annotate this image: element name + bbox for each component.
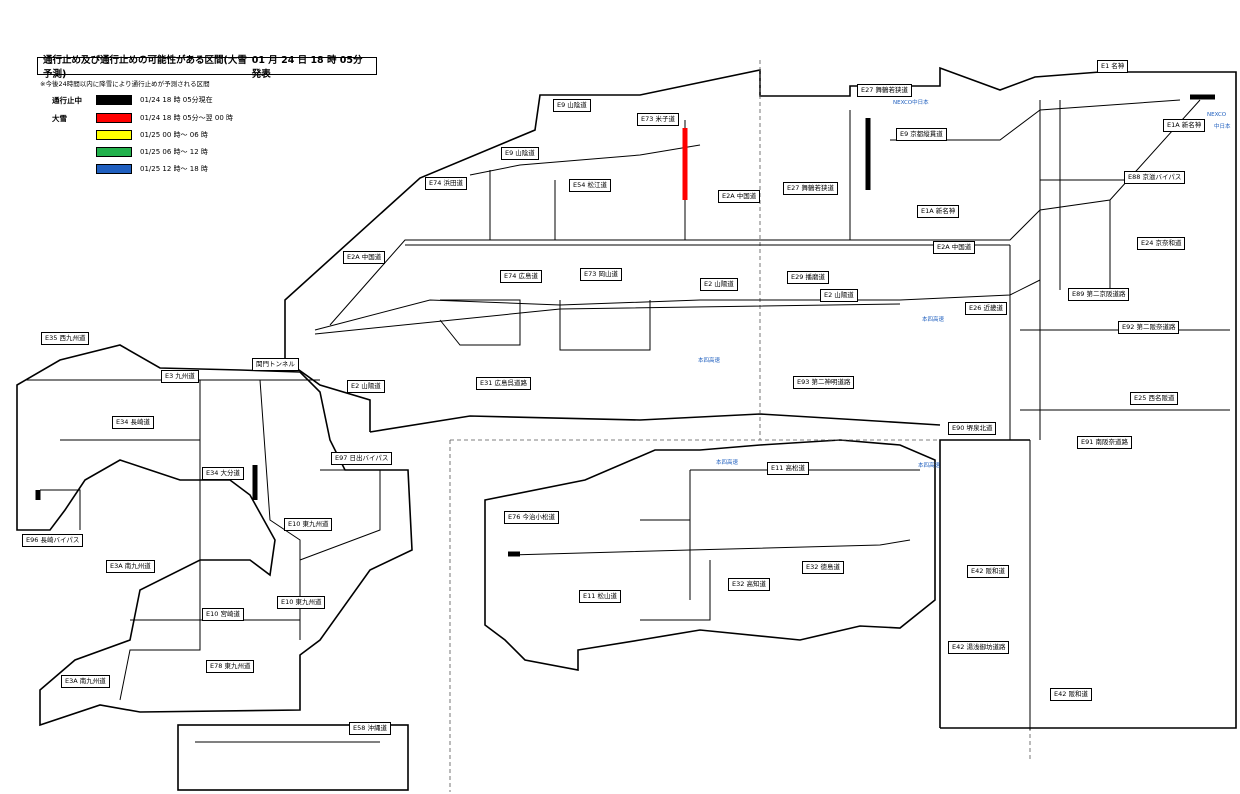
route-label-e27b: E27 舞鶴若狭道	[783, 182, 838, 195]
route-label-e35: E35 西九州道	[41, 332, 90, 345]
route-label-e24: E24 京奈和道	[1137, 237, 1186, 250]
map-title-box: 通行止め及び通行止めの可能性がある区間(大雪予測) 01 月 24 日 18 時…	[37, 55, 377, 80]
legend-row: 01/25 12 時～ 18 時	[52, 163, 208, 175]
legend-text: 01/25 00 時～ 06 時	[140, 131, 208, 139]
route-label-e90: E90 堺泉北道	[948, 422, 997, 435]
route-label-e34a: E34 長崎道	[112, 416, 154, 429]
forecast-note: ※今後24時間以内に降雪により通行止めが予測される区間	[40, 80, 210, 88]
legend-text: 01/25 06 時～ 12 時	[140, 148, 208, 156]
route-label-e29: E29 播磨道	[787, 271, 829, 284]
legend-closed-label: 通行止中	[52, 95, 82, 105]
route-label-e74b: E74 広島道	[500, 270, 542, 283]
legend-row-snow: 大雪 01/24 18 時 05分～翌 00 時	[52, 112, 233, 124]
legend-swatch	[96, 130, 132, 140]
route-label-e73a: E73 米子道	[637, 113, 679, 126]
route-label-e76: E76 今治小松道	[504, 511, 559, 524]
route-label-e89: E89 第二京阪道路	[1068, 288, 1130, 301]
route-label-e25: E25 西名阪道	[1130, 392, 1179, 405]
route-label-e10b: E10 東九州道	[277, 596, 326, 609]
route-label-e97: E97 日出バイパス	[331, 452, 393, 465]
route-label-e54: E54 松江道	[569, 179, 611, 192]
legend-text: 01/24 18 時 05分現在	[140, 96, 213, 104]
boundary-label: 本四高速	[918, 463, 941, 469]
legend-row-closed: 通行止中 01/24 18 時 05分現在	[52, 94, 213, 106]
route-label-e2a1: E2A 中国道	[718, 190, 761, 203]
route-label-e34b: E34 大分道	[202, 467, 244, 480]
boundary-label: 本四高速	[922, 317, 945, 323]
route-label-e42a: E42 阪和道	[967, 565, 1009, 578]
route-label-e91: E91 南阪奈道路	[1077, 436, 1132, 449]
route-label-e92: E92 第二阪奈道路	[1118, 321, 1180, 334]
route-label-e31: E31 広島呉道路	[476, 377, 531, 390]
boundary-label: 本四高速	[698, 358, 721, 364]
expressway-lines	[25, 99, 1230, 743]
legend-snow-label: 大雪	[52, 113, 67, 123]
route-label-e9a: E9 京都縦貫道	[896, 128, 947, 141]
route-label-e88: E88 京滋バイパス	[1124, 171, 1186, 184]
route-label-e2a2: E2A 中国道	[933, 241, 976, 254]
map-title: 通行止め及び通行止めの可能性がある区間(大雪予測)	[43, 55, 247, 80]
route-label-e10a: E10 東九州道	[284, 518, 333, 531]
route-label-e58: E58 沖縄道	[349, 722, 391, 735]
route-label-e27a: E27 舞鶴若狭道	[857, 84, 912, 97]
legend-text: 01/25 12 時～ 18 時	[140, 165, 208, 173]
route-label-e96: E96 長崎バイパス	[22, 534, 84, 547]
route-label-e2a3: E2A 中国道	[343, 251, 386, 264]
closed-sections	[35, 94, 1215, 557]
region-outline	[16, 66, 1237, 791]
route-label-e1a2: E1A 新名神	[917, 205, 960, 218]
route-label-e2c: E2 山陽道	[700, 278, 738, 291]
boundary-label: NEXCO	[1207, 112, 1227, 118]
route-label-e42b: E42 湯浅御坊道路	[948, 641, 1010, 654]
route-label-e42c: E42 阪和道	[1050, 688, 1092, 701]
route-label-e9b: E9 山陰道	[553, 99, 591, 112]
route-label-e11a: E11 高松道	[767, 462, 809, 475]
route-label-e78: E78 東九州道	[206, 660, 255, 673]
route-label-e9c: E9 山陰道	[501, 147, 539, 160]
route-label-e93: E93 第二神明道路	[793, 376, 855, 389]
route-label-e1a: E1A 新名神	[1163, 119, 1206, 132]
boundary-label: 本四高速	[716, 460, 739, 466]
route-label-e73b: E73 岡山道	[580, 268, 622, 281]
route-label-e32a: E32 高知道	[728, 578, 770, 591]
route-label-e2d: E2 山陽道	[347, 380, 385, 393]
boundary-label: 中日本	[1214, 124, 1231, 130]
route-label-e10c: E10 宮崎道	[202, 608, 244, 621]
route-label-e3a: E3 九州道	[161, 370, 199, 383]
route-label-e3c: E3A 南九州道	[61, 675, 110, 688]
route-label-e32b: E32 徳島道	[802, 561, 844, 574]
legend-text: 01/24 18 時 05分～翌 00 時	[140, 114, 234, 122]
legend-row: 01/25 06 時～ 12 時	[52, 146, 208, 158]
boundary-lines	[449, 60, 1031, 792]
issued-time: 01 月 24 日 18 時 05分発表	[251, 55, 363, 80]
route-label-e1: E1 名神	[1097, 60, 1129, 73]
legend-swatch	[96, 113, 132, 123]
route-label-e2b: E2 山陽道	[820, 289, 858, 302]
legend-row: 01/25 00 時～ 06 時	[52, 129, 208, 141]
route-label-e74a: E74 浜田道	[425, 177, 467, 190]
route-label-e26: E26 近畿道	[965, 302, 1007, 315]
route-label-e11b: E11 松山道	[579, 590, 621, 603]
route-label-e3b: E3A 南九州道	[106, 560, 155, 573]
boundary-label: NEXCO中日本	[893, 100, 929, 106]
route-label-kanmon: 関門トンネル	[252, 358, 299, 371]
legend-swatch	[96, 95, 132, 105]
legend-swatch	[96, 164, 132, 174]
legend-swatch	[96, 147, 132, 157]
